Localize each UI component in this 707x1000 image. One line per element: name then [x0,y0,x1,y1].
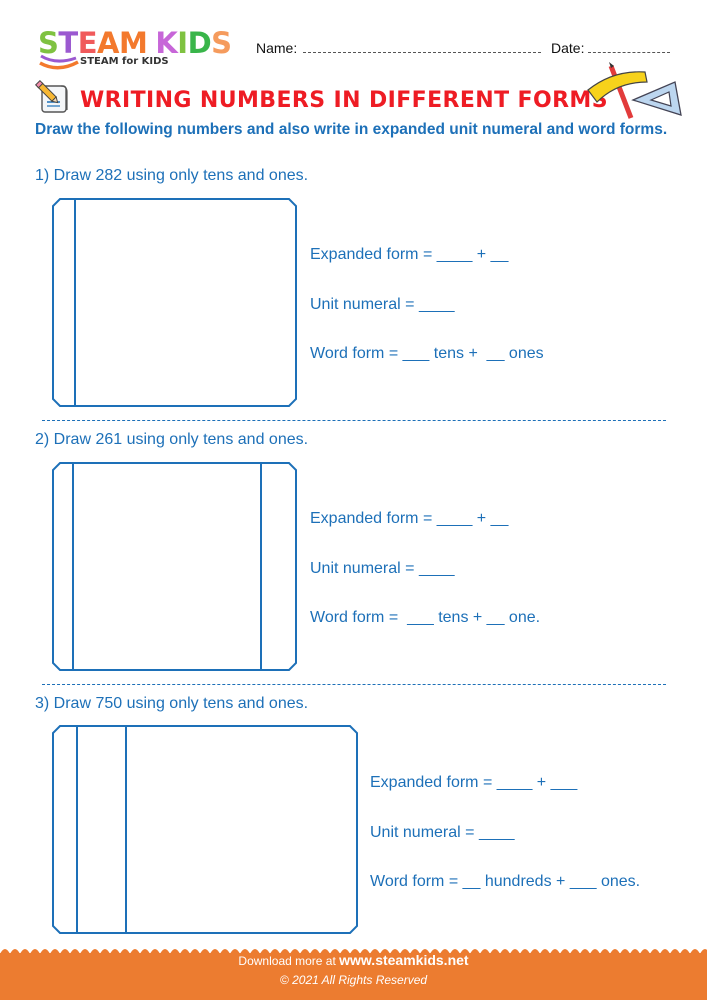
instructions: Draw the following numbers and also writ… [35,121,668,138]
worksheet-title: WRITING NUMBERS IN DIFFERENT FORMS [80,88,608,113]
question-1-word-form[interactable]: Word form = ___ tens + __ ones [310,345,544,362]
question-1-expanded-form[interactable]: Expanded form = ____ + __ [310,246,509,263]
question-2-word-form[interactable]: Word form = ___ tens + __ one. [310,609,541,626]
site-link[interactable]: www.steamkids.net [339,952,469,968]
section-divider [42,420,666,421]
question-1-unit-numeral[interactable]: Unit numeral = ____ [310,296,455,313]
footer-download: Download more at www.steamkids.net [0,952,707,968]
question-3-expanded-form[interactable]: Expanded form = ____ + ___ [370,774,578,791]
logo-letter: S [38,26,59,60]
name-label: Name: [256,40,298,56]
download-prefix: Download more at [238,954,336,968]
logo-letter: A [97,26,119,60]
date-blank[interactable] [588,52,671,53]
logo-letter: T [58,26,78,60]
question-1-label: 1) Draw 282 using only tens and ones. [35,167,309,184]
name-blank[interactable] [303,52,542,53]
footer-copyright: © 2021 All Rights Reserved [279,973,428,987]
date-label: Date: [551,40,585,56]
logo-tagline: STEAM for KIDS [80,56,169,67]
question-1-drawing-box[interactable] [50,196,302,410]
logo-letter: I [177,26,188,60]
date-field[interactable]: Date: [551,40,671,56]
logo-letter: E [77,26,98,60]
question-3-label: 3) Draw 750 using only tens and ones. [35,695,309,712]
logo-swoosh-icon [39,54,79,70]
ruler-pencil-triangle-icon [587,62,682,119]
question-3-unit-numeral[interactable]: Unit numeral = ____ [370,824,515,841]
logo-letter: M [118,26,148,60]
question-2-expanded-form[interactable]: Expanded form = ____ + __ [310,510,509,527]
question-2-drawing-box[interactable] [50,460,302,674]
name-field[interactable]: Name: [256,40,542,56]
logo-letter: D [187,26,212,60]
question-3-word-form[interactable]: Word form = __ hundreds + ___ ones. [370,873,641,890]
question-2-label: 2) Draw 261 using only tens and ones. [35,431,309,448]
logo-letter: K [155,26,178,60]
logo-letter: S [211,26,232,60]
question-3-drawing-box[interactable] [50,723,363,937]
footer-banner [0,944,707,1000]
writing-paper-icon [34,80,68,113]
section-divider [42,684,666,685]
question-2-unit-numeral[interactable]: Unit numeral = ____ [310,560,455,577]
